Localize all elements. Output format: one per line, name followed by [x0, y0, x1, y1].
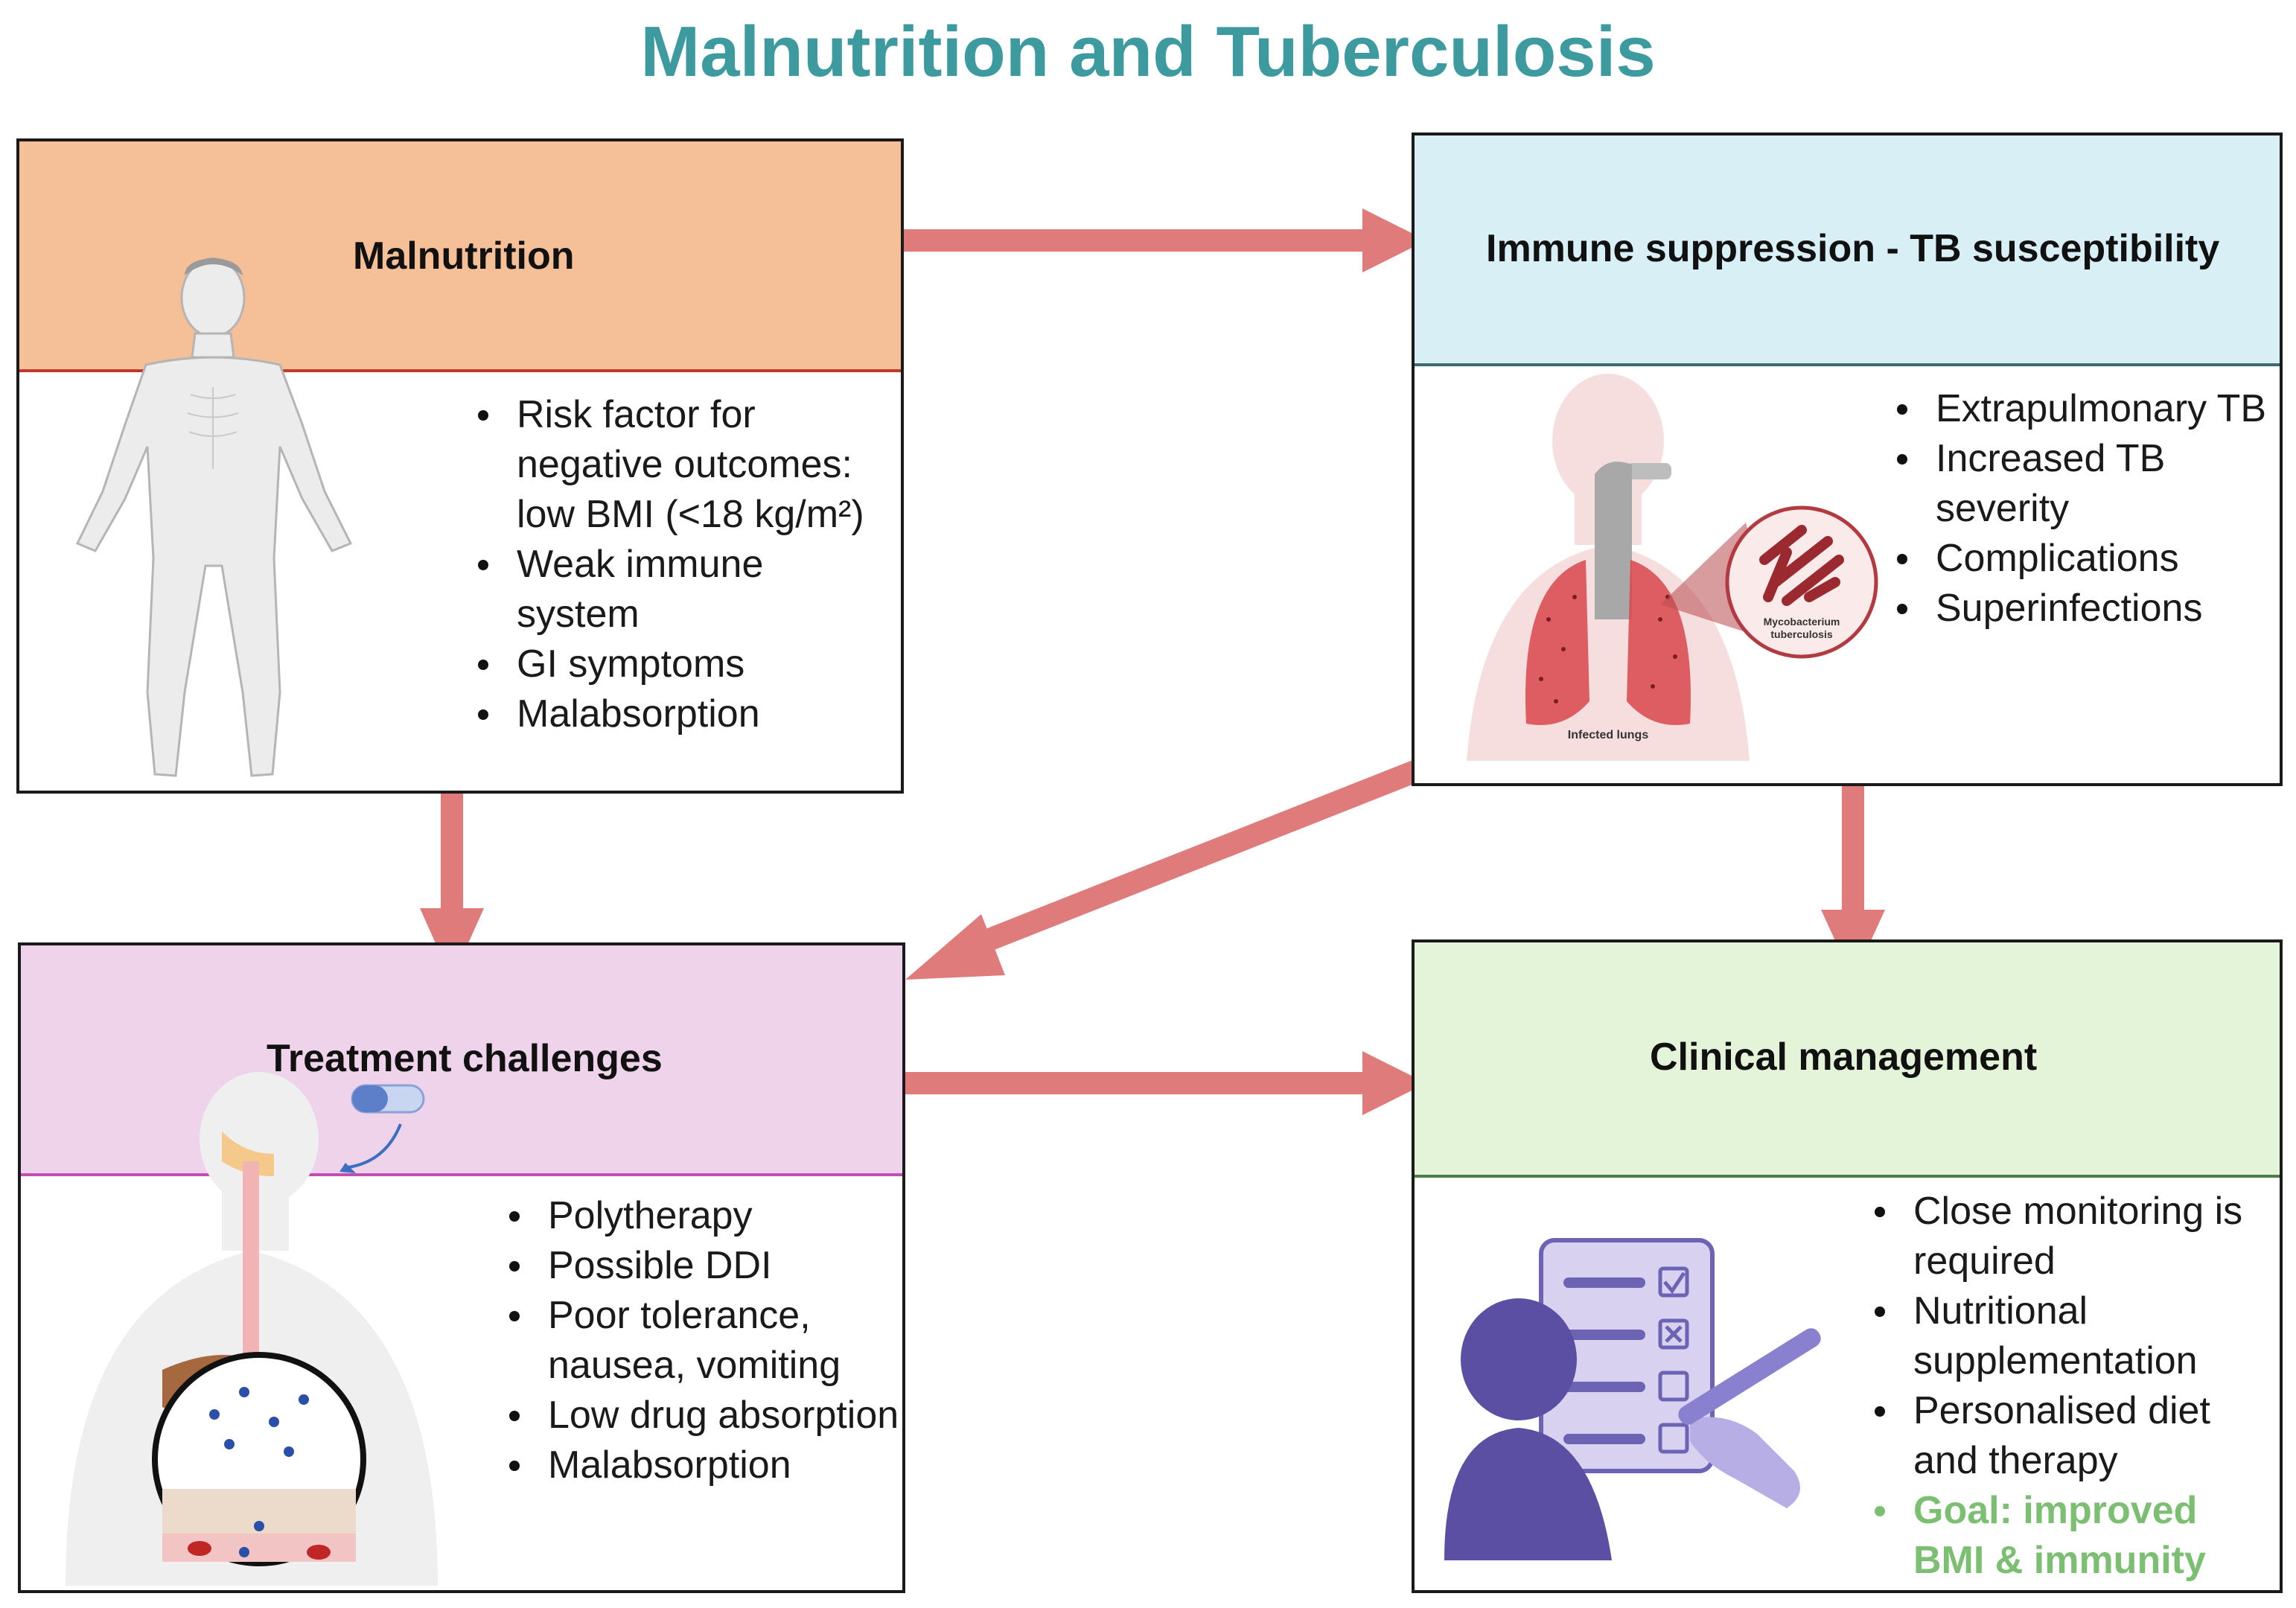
- immune-bullets: Extrapulmonary TB Increased TB severity …: [1891, 384, 2278, 634]
- list-item: Low drug absorption: [503, 1391, 905, 1440]
- arrow-treatment-to-clinical: [864, 1051, 1426, 1115]
- clinician-checklist-icon: [1444, 1233, 1876, 1575]
- list-item: Increased TB severity: [1891, 434, 2278, 534]
- bacteria-label-line1: Mycobacterium: [1764, 616, 1840, 628]
- panel-treatment-challenges: Treatment challenges: [18, 942, 905, 1593]
- treatment-bullets: Polytherapy Possible DDI Poor tolerance,…: [503, 1191, 905, 1490]
- list-item: Polytherapy: [503, 1191, 905, 1241]
- diagram-title: Malnutrition and Tuberculosis: [640, 12, 1656, 92]
- lungs-label: Infected lungs: [1568, 729, 1649, 741]
- list-item: Possible DDI: [503, 1241, 905, 1291]
- clinical-bullets: Close monitoring is required Nutritional…: [1869, 1187, 2278, 1586]
- list-item: Extrapulmonary TB: [1891, 384, 2278, 434]
- human-body-icon: [57, 246, 369, 789]
- panel-title-malnutrition: Malnutrition: [353, 234, 575, 278]
- panel-clinical-management: Clinical management: [1412, 939, 2283, 1593]
- goal-item: Goal: improved BMI & immunity: [1869, 1486, 2278, 1586]
- panel-title-clinical: Clinical management: [1650, 1036, 2038, 1079]
- list-item: Risk factor for negative outcomes: low B…: [472, 390, 889, 540]
- panel-immune-suppression: Immune suppression - TB susceptibility: [1412, 133, 2283, 786]
- panel-title-treatment: Treatment challenges: [267, 1037, 663, 1080]
- panel-header-malnutrition: Malnutrition: [19, 141, 901, 372]
- list-item: Complications: [1891, 534, 2278, 584]
- panel-header-treatment: Treatment challenges: [21, 945, 902, 1176]
- digestive-system-icon: [51, 1072, 497, 1586]
- list-item: Close monitoring is required: [1869, 1187, 2278, 1286]
- bacteria-label-line2: tuberculosis: [1770, 628, 1832, 640]
- arrow-immune-to-treatment: [905, 759, 1423, 980]
- list-item: GI symptoms: [472, 639, 889, 689]
- list-item: Nutritional supplementation: [1869, 1286, 2278, 1386]
- pen-icon: [1678, 1328, 1821, 1508]
- list-item: Weak immune system: [472, 540, 889, 639]
- malnutrition-bullets: Risk factor for negative outcomes: low B…: [472, 390, 889, 739]
- pill-icon: [351, 1084, 425, 1114]
- list-item: Malabsorption: [503, 1440, 905, 1490]
- list-item: Superinfections: [1891, 584, 2278, 634]
- arrow-malnutrition-to-immune: [864, 208, 1426, 272]
- list-item: Poor tolerance, nausea, vomiting: [503, 1291, 905, 1391]
- panel-malnutrition: Malnutrition Risk factor for negative ou…: [16, 138, 904, 794]
- panel-header-immune: Immune suppression - TB susceptibility: [1415, 135, 2280, 366]
- list-item: Malabsorption: [472, 689, 889, 739]
- panel-header-clinical: Clinical management: [1415, 942, 2280, 1178]
- list-item: Personalised diet and therapy: [1869, 1386, 2278, 1486]
- infected-lungs-illustration: Mycobacterium tuberculosis Infected lung…: [1437, 374, 1884, 768]
- panel-title-immune: Immune suppression - TB susceptibility: [1486, 227, 2220, 270]
